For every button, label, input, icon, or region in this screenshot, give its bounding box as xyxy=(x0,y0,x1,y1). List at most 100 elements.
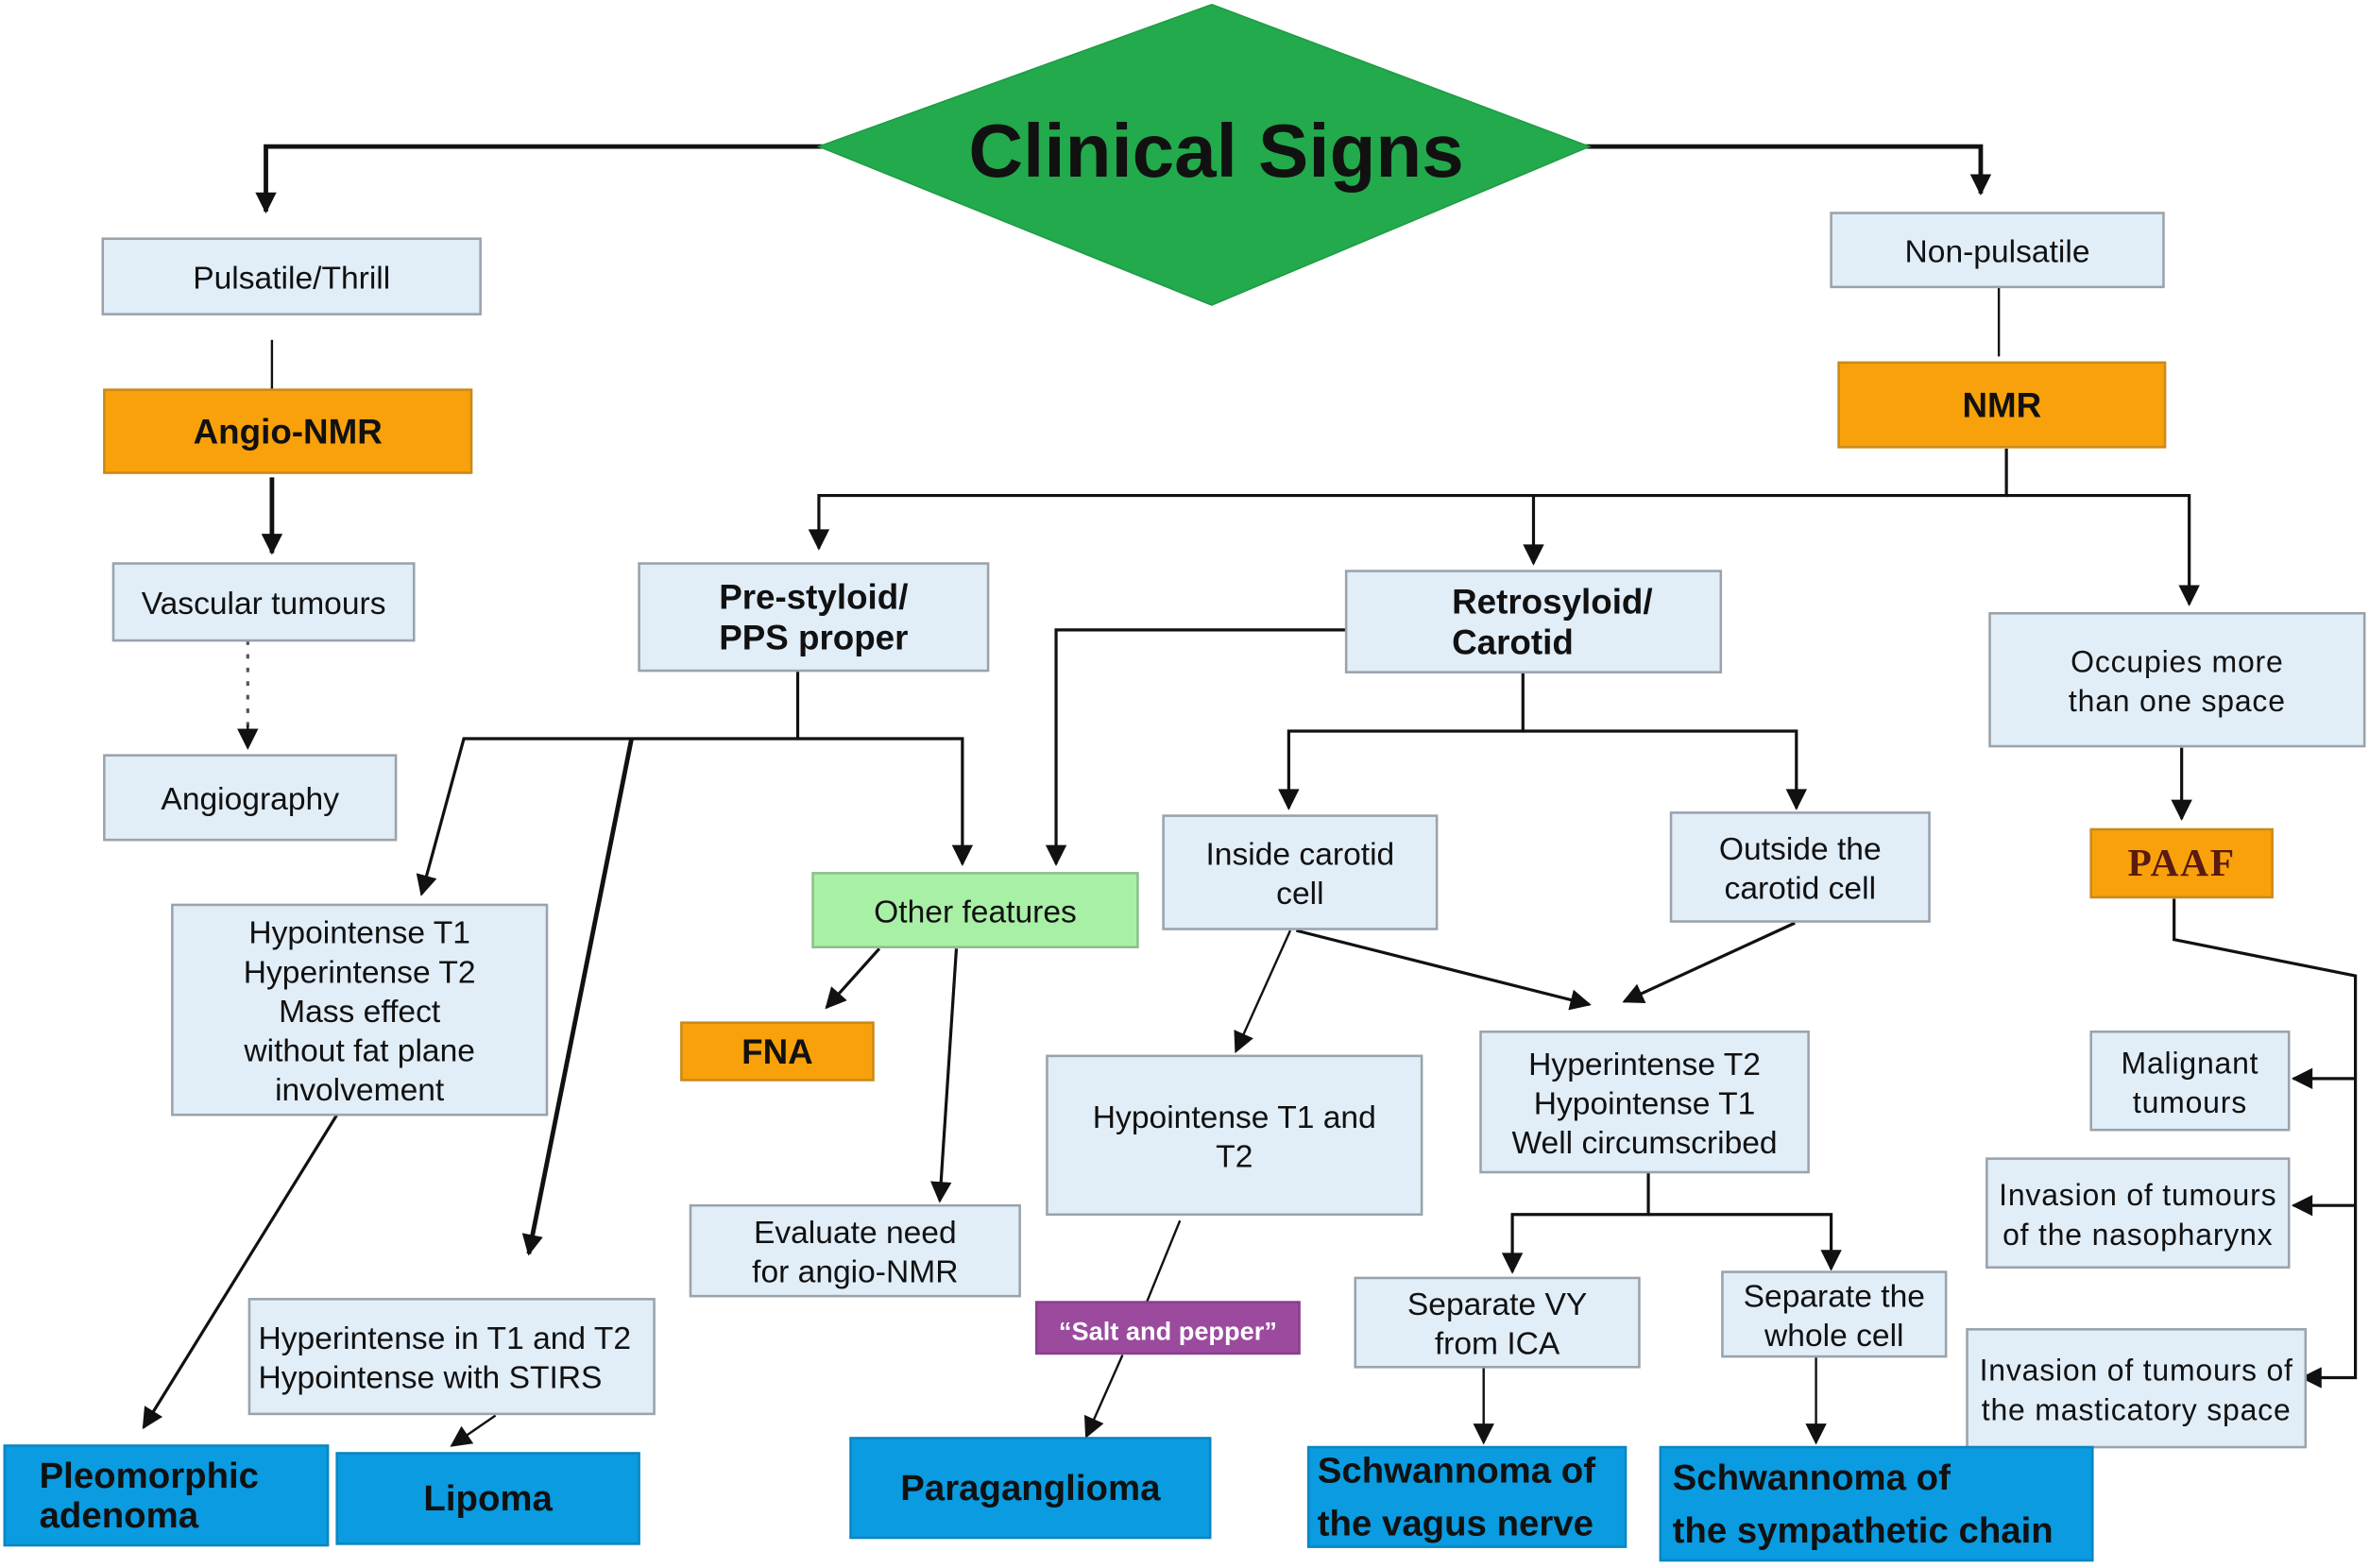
node-retrostyloid[interactable]: Retrosyloid/Carotid xyxy=(1344,570,1723,673)
paraganglioma-label-line: Paraganglioma xyxy=(900,1468,1161,1508)
other-features-label-line: Other features xyxy=(874,895,1077,929)
edge-clinical-to-pulsatile xyxy=(255,144,828,214)
hypo-t1-hyper-t2-label-line: without fat plane xyxy=(243,1033,475,1068)
separate-whole-label-line: whole cell xyxy=(1764,1319,1903,1354)
invasion-naso-label-line: Invasion of tumours xyxy=(1999,1178,2276,1212)
lipoma-label-line: Lipoma xyxy=(423,1478,553,1519)
non-pulsatile-box xyxy=(1830,212,2165,289)
pleomorphic-label-line: adenoma xyxy=(40,1495,199,1536)
edge-retro-to-outside xyxy=(1523,729,1807,810)
node-paaf[interactable]: PAAF xyxy=(2089,827,2274,899)
schwannoma-symp-label-line: Schwannoma of xyxy=(1673,1457,1951,1498)
retrostyloid-label-line: Retrosyloid/ xyxy=(1452,582,1652,621)
outside-carotid-label-line: Outside the xyxy=(1719,832,1882,867)
node-non-pulsatile[interactable]: Non-pulsatile xyxy=(1830,212,2165,289)
node-clinical-signs[interactable]: Clinical Signs xyxy=(816,3,1592,306)
separate-vy-box xyxy=(1354,1276,1641,1369)
edge-hypert2-to-whole xyxy=(1648,1213,1842,1271)
node-hypo-t1-hyper-t2[interactable]: Hypointense T1 Hyperintense T2 Mass effect… xyxy=(171,903,549,1116)
hypo-t1-hyper-t2-label-line: involvement xyxy=(275,1073,445,1108)
edge-prestyloid-to-other xyxy=(797,737,974,866)
node-schwannoma-symp[interactable]: Schwannoma of the sympathetic chain xyxy=(1659,1445,2094,1562)
vascular-tumours-label-line: Vascular tumours xyxy=(142,587,386,622)
invasion-naso-box xyxy=(1986,1157,2291,1270)
edge-hypo-to-saltpepper xyxy=(1145,1219,1182,1303)
hypo-t1-hyper-t2-label-line: Mass effect xyxy=(279,995,441,1030)
nmr-box xyxy=(1837,361,2167,449)
node-pre-styloid[interactable]: Pre-styloid/PPS proper xyxy=(638,562,990,673)
pulsatile-box xyxy=(101,237,482,315)
pleomorphic-label-line: Pleomorphic xyxy=(40,1456,259,1496)
pre-styloid-label-line: PPS proper xyxy=(719,619,908,657)
edge-hypo-to-pleomorphic xyxy=(142,1114,339,1430)
edge-hypert2-branch xyxy=(1501,1172,1650,1274)
pulsatile-label-line: Pulsatile/Thrill xyxy=(193,261,390,296)
non-pulsatile-label-line: Non-pulsatile xyxy=(1905,234,2090,269)
hyper-t1-t2-label-line: Hyperintense in T1 and T2 xyxy=(259,1321,632,1356)
node-angiography[interactable]: Angiography xyxy=(103,754,398,842)
angiography-box xyxy=(103,754,398,842)
occupies-more-box xyxy=(1988,612,2366,748)
edge-clinical-to-nonpulsatile xyxy=(1571,144,1992,196)
fna-box xyxy=(680,1021,875,1082)
node-paraganglioma[interactable]: Paraganglioma xyxy=(849,1437,1212,1540)
pleomorphic-box xyxy=(3,1444,330,1547)
node-vascular-tumours[interactable]: Vascular tumours xyxy=(111,562,416,642)
edge-prestyloid-branch xyxy=(416,671,800,896)
separate-whole-label-line: Separate the xyxy=(1744,1279,1925,1314)
node-fna[interactable]: FNA xyxy=(680,1021,875,1082)
occupies-more-label-line: Occupies more xyxy=(2071,645,2283,679)
hyper-t1-t2-box xyxy=(247,1298,656,1416)
hyper-t2-hypo-t1-label-line: Well circumscribed xyxy=(1511,1126,1777,1161)
malignant-box xyxy=(2089,1030,2291,1132)
node-salt-pepper[interactable]: “Salt and pepper” xyxy=(1034,1301,1301,1355)
invasion-naso-label-line: of the nasopharynx xyxy=(2003,1218,2273,1252)
hypo-t1-and-t2-label-line: T2 xyxy=(1216,1139,1253,1174)
malignant-label-line: tumours xyxy=(2133,1085,2247,1119)
node-separate-whole[interactable]: Separate the whole cell xyxy=(1721,1270,1948,1358)
separate-whole-box xyxy=(1721,1270,1948,1358)
edge-saltpepper-to-paraganglioma xyxy=(1083,1355,1124,1439)
evaluate-need-label-line: Evaluate need xyxy=(754,1216,957,1251)
node-lipoma[interactable]: Lipoma xyxy=(335,1452,640,1545)
malignant-label-line: Malignant xyxy=(2122,1046,2259,1080)
hypo-t1-hyper-t2-label-line: Hyperintense T2 xyxy=(244,955,476,990)
node-nmr[interactable]: NMR xyxy=(1837,361,2167,449)
node-angio-nmr[interactable]: Angio-NMR xyxy=(103,388,473,474)
edge-inside-to-hypo xyxy=(1234,929,1292,1054)
hyper-t2-hypo-t1-box xyxy=(1479,1030,1810,1174)
node-other-features[interactable]: Other features xyxy=(811,872,1139,948)
edge-outside-to-hyper xyxy=(1622,921,1796,1004)
node-invasion-naso[interactable]: Invasion of tumours of the nasopharynx xyxy=(1986,1157,2291,1270)
invasion-mast-box xyxy=(1966,1328,2308,1449)
hypo-t1-and-t2-label-line: Hypointense T1 and xyxy=(1093,1100,1376,1135)
hypo-t1-hyper-t2-label-line: Hypointense T1 xyxy=(248,916,470,951)
pre-styloid-box xyxy=(638,562,990,673)
outside-carotid-label-line: carotid cell xyxy=(1725,872,1877,907)
node-outside-carotid[interactable]: Outside the carotid cell xyxy=(1669,811,1931,923)
outside-carotid-box xyxy=(1669,811,1931,923)
paaf-label-line: PAAF xyxy=(2128,841,2236,884)
nmr-label-line: NMR xyxy=(1962,385,2041,424)
salt-pepper-label-line: “Salt and pepper” xyxy=(1059,1317,1277,1346)
invasion-mast-label-line: Invasion of tumours of xyxy=(1980,1354,2293,1388)
schwannoma-vagus-box xyxy=(1306,1445,1628,1548)
edge-nmr-to-occupies xyxy=(2006,493,2200,606)
schwannoma-symp-label-line: the sympathetic chain xyxy=(1673,1510,2054,1551)
separate-vy-label-line: Separate VY xyxy=(1407,1287,1587,1322)
hyper-t2-hypo-t1-label-line: Hypointense T1 xyxy=(1534,1086,1756,1121)
schwannoma-vagus-label-line: Schwannoma of xyxy=(1318,1451,1595,1491)
node-pulsatile[interactable]: Pulsatile/Thrill xyxy=(101,237,482,315)
node-malignant[interactable]: Malignant tumours xyxy=(2089,1030,2291,1132)
